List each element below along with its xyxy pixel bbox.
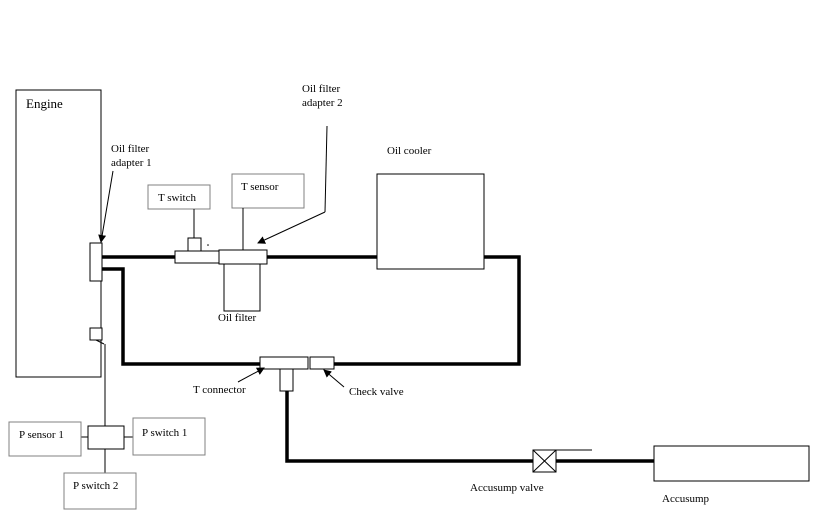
oil-filter-adapter-1-arrow: [98, 170, 114, 243]
p-switch-1-label: P switch 1: [142, 427, 187, 439]
engine-block: [15, 89, 102, 378]
pressure-manifold: [87, 425, 125, 450]
p-sensor-1-box: [8, 421, 82, 457]
accusump-label: Accusump: [662, 493, 710, 505]
oil-filter-canister: [223, 263, 261, 312]
oil-cooler-return-pipe: [334, 255, 521, 366]
t-connector-block: [259, 356, 309, 370]
check-valve-block: [309, 356, 335, 370]
t-switch-body: [187, 237, 202, 252]
accusump-valve: [532, 449, 557, 473]
oil-cooler-box: [376, 173, 485, 270]
p-switch-1-box: [132, 417, 206, 456]
t-switch-adapter-section: [174, 250, 220, 264]
t-sensor-label: T sensor: [241, 181, 279, 193]
oil-cooler-label: Oil cooler: [387, 145, 432, 157]
oil-filter-adapter-2-arrow: [324, 125, 328, 213]
accusump-pipe: [285, 391, 533, 463]
oil-filter-adapter-1-block: [89, 242, 103, 282]
oil-filter-adapter-2-label: Oil filter adapter 2: [302, 83, 343, 109]
t-switch-dot: [207, 244, 209, 246]
t-sensor-box: [231, 173, 305, 209]
oil-filter-adapter-1-label: Oil filter adapter 1: [111, 143, 152, 169]
p-sensor-1-label: P sensor 1: [19, 429, 64, 441]
oil-return-pipe: [102, 267, 260, 366]
oil-filter-adapter-2-arrow-head-line: [257, 211, 326, 244]
pressure-port-block: [89, 327, 103, 341]
oil-filter-adapter-2-block: [218, 249, 268, 265]
t-connector-stem: [279, 368, 294, 392]
oil-filter-label: Oil filter: [218, 312, 257, 324]
accusump-box: [653, 445, 810, 482]
t-switch-label: T switch: [158, 192, 196, 204]
t-switch-box: [147, 184, 211, 210]
check-valve-label: Check valve: [349, 386, 404, 398]
engine-label: Engine: [26, 96, 63, 111]
accusump-valve-label: Accusump valve: [470, 482, 544, 494]
pressure-branch-line-top: [95, 339, 105, 345]
p-switch-2-label: P switch 2: [73, 480, 118, 492]
check-valve-arrow: [323, 369, 345, 388]
t-connector-arrow: [237, 367, 265, 383]
t-connector-label: T connector: [193, 384, 246, 396]
p-switch-2-box: [63, 472, 137, 510]
